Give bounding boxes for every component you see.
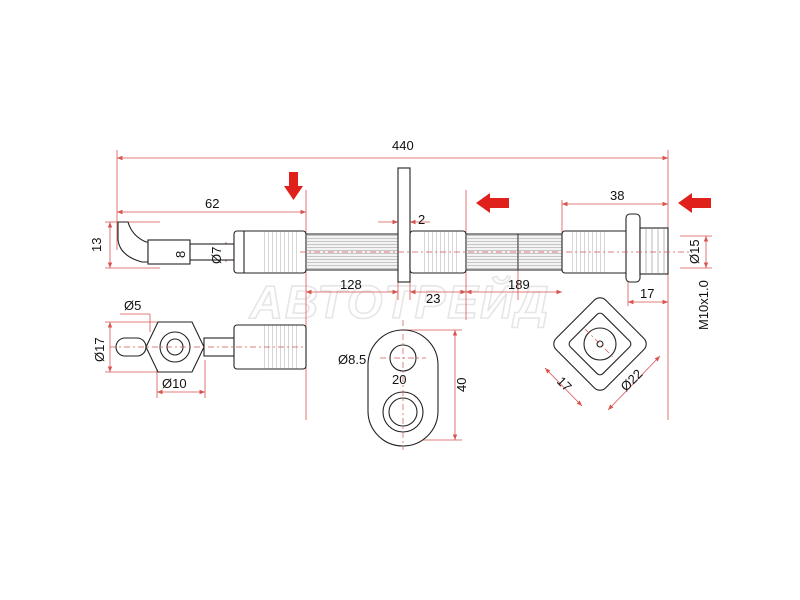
dim-hose-left: 128 — [340, 277, 362, 292]
dim-right-segment: 38 — [610, 188, 624, 203]
dim-banjo-17: Ø17 — [92, 337, 107, 362]
dim-bracket-width: 20 — [392, 372, 406, 387]
dim-total-length: 440 — [392, 138, 414, 153]
arrow-left-icon — [678, 193, 711, 213]
dim-tube-7: Ø7 — [209, 247, 224, 264]
banjo-detail — [110, 321, 307, 373]
arrow-down-icon — [284, 172, 303, 200]
bracket-detail — [367, 320, 439, 450]
dim-bracket-thickness: 2 — [418, 212, 425, 227]
dim-bracket-height: 40 — [454, 378, 469, 392]
dim-banjo-10: Ø10 — [162, 376, 187, 391]
dim-left-segment: 62 — [205, 196, 219, 211]
hose-assembly — [117, 167, 690, 283]
dim-fitting-15: Ø15 — [687, 239, 702, 264]
dim-fitting-len: 17 — [640, 286, 654, 301]
dim-tube-8: 8 — [173, 251, 188, 258]
dim-thread: M10x1.0 — [696, 280, 711, 330]
dim-hose-mid: 23 — [426, 291, 440, 306]
dim-hose-right: 189 — [508, 277, 530, 292]
dim-banjo-height: 13 — [89, 238, 104, 252]
arrow-left-icon — [476, 193, 509, 213]
hex-fitting-detail — [553, 297, 647, 391]
indicator-arrows — [284, 172, 711, 213]
dim-banjo-5: Ø5 — [124, 298, 141, 313]
dim-bracket-hole: Ø8.5 — [338, 352, 366, 367]
watermark: АВТОТРЕЙД — [249, 276, 551, 328]
dim-hex-width: 17 — [554, 374, 575, 395]
